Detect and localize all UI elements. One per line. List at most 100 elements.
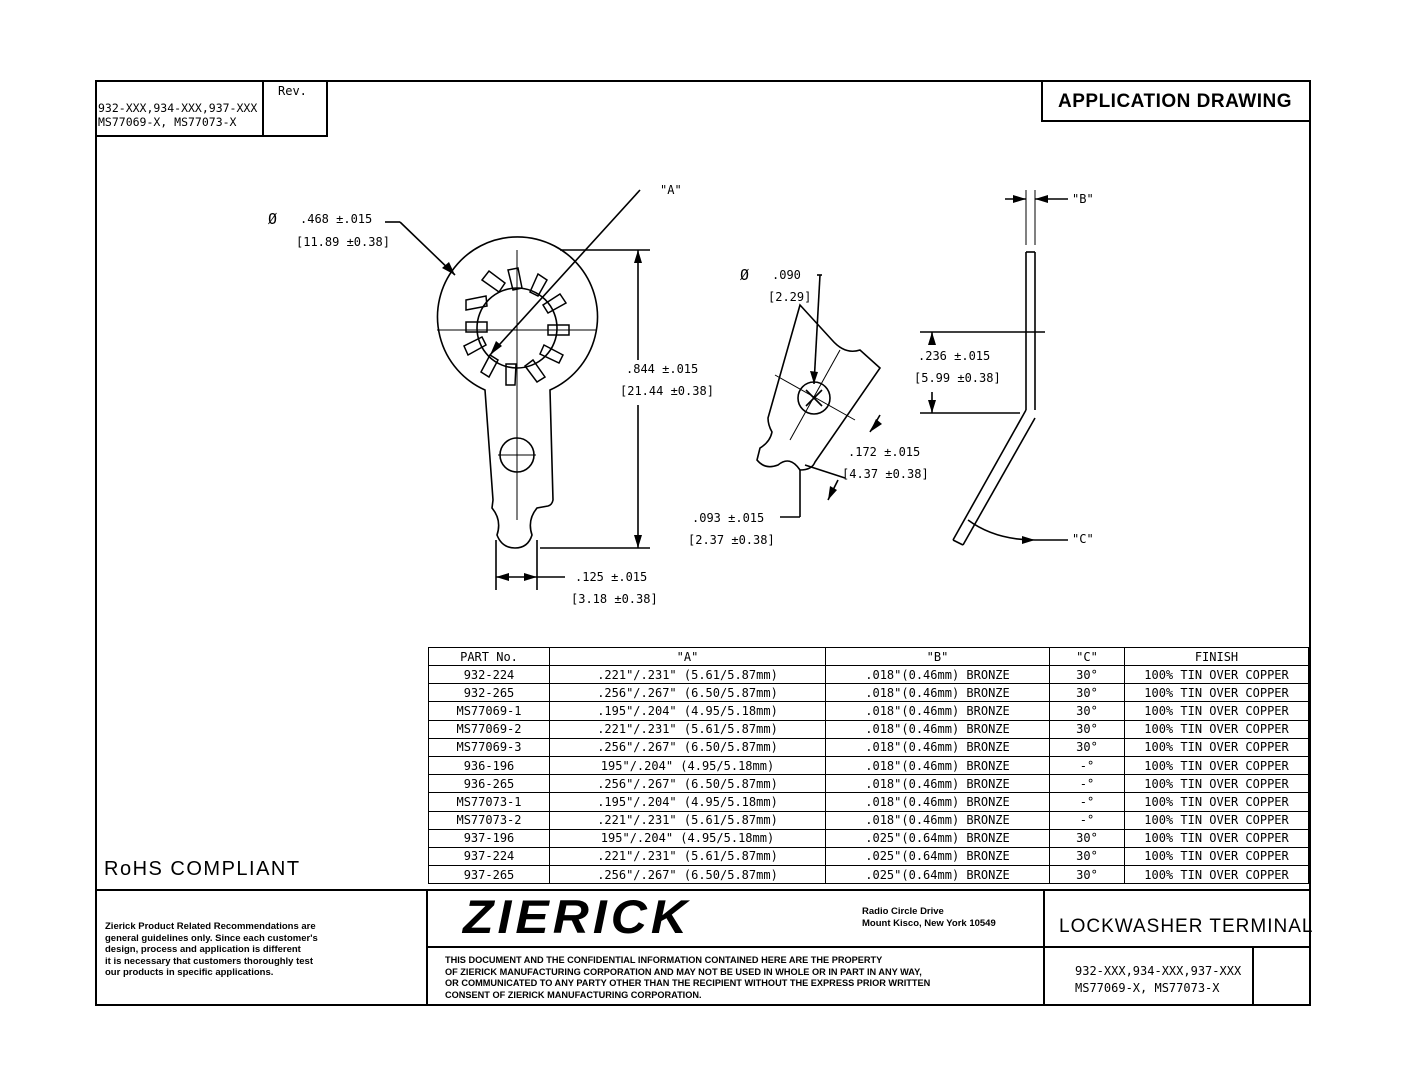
arrow-172b — [828, 486, 837, 500]
arrow-b-left — [1013, 195, 1026, 203]
cell-b: .018"(0.46mm) BRONZE — [825, 774, 1050, 794]
cell-part: 932-224 — [428, 664, 550, 685]
dim-bend-value: .236 ±.015 — [918, 349, 991, 363]
table-row: MS77069-1.195"/.204" (4.95/5.18mm).018"(… — [428, 701, 1309, 721]
dim-hole-symbol: Ø — [740, 266, 750, 284]
header-rev-divider — [262, 80, 264, 137]
arrow-od — [442, 262, 455, 275]
arrow-tip-right — [524, 573, 537, 581]
col-header-finish: FINISH — [1124, 647, 1309, 666]
col-header-a: "A" — [549, 647, 826, 666]
disclaimer-line: general guidelines only. Since each cust… — [105, 932, 318, 944]
cell-a: .221"/.231" (5.61/5.87mm) — [549, 810, 826, 830]
cell-part: MS77069-3 — [428, 737, 550, 757]
cell-finish: 100% TIN OVER COPPER — [1124, 828, 1309, 848]
confidential-notice: THIS DOCUMENT AND THE CONFIDENTIAL INFOR… — [445, 955, 930, 1001]
company-logo: ZIERICK — [463, 890, 691, 944]
cell-finish: 100% TIN OVER COPPER — [1124, 865, 1309, 885]
cell-c: -° — [1049, 774, 1125, 794]
rohs-label: RoHS COMPLIANT — [104, 858, 301, 880]
cell-a: .256"/.267" (6.50/5.87mm) — [549, 774, 826, 794]
dim-hole-mm: [2.29] — [768, 290, 812, 304]
header-partnumber-box — [95, 80, 328, 137]
disclaimer-line: our products in specific applications. — [105, 967, 274, 978]
cell-part: MS77073-1 — [428, 792, 550, 812]
cell-b: .018"(0.46mm) BRONZE — [825, 792, 1050, 812]
cell-b: .018"(0.46mm) BRONZE — [825, 664, 1050, 685]
disclaimer-line: Zierick Product Related Recommendations … — [105, 921, 316, 932]
dim-label-b: "B" — [1072, 192, 1094, 206]
arrow-c — [1022, 536, 1035, 544]
terminal-outline — [436, 236, 599, 549]
table-row: 936-265.256"/.267" (6.50/5.87mm).018"(0.… — [428, 774, 1309, 794]
cell-b: .018"(0.46mm) BRONZE — [825, 701, 1050, 721]
cell-part: 936-265 — [428, 774, 550, 794]
dim-172-mm: [4.37 ±0.38] — [842, 467, 929, 481]
cell-c: 30° — [1049, 701, 1125, 721]
cell-a: .256"/.267" (6.50/5.87mm) — [549, 737, 826, 757]
cell-finish: 100% TIN OVER COPPER — [1124, 792, 1309, 812]
dim-bend-mm: [5.99 ±0.38] — [914, 371, 1001, 385]
confidential-line: OF ZIERICK MANUFACTURING CORPORATION AND… — [445, 966, 922, 977]
confidential-line: THIS DOCUMENT AND THE CONFIDENTIAL INFOR… — [445, 955, 883, 965]
cell-finish: 100% TIN OVER COPPER — [1124, 683, 1309, 703]
cell-finish: 100% TIN OVER COPPER — [1124, 719, 1309, 739]
cell-b: .018"(0.46mm) BRONZE — [825, 719, 1050, 739]
title-block-top-line — [95, 889, 1311, 891]
cell-a: .221"/.231" (5.61/5.87mm) — [549, 846, 826, 867]
tail-detail-outline — [756, 303, 882, 471]
arrow-tip-left — [496, 573, 509, 581]
cell-a: .256"/.267" (6.50/5.87mm) — [549, 683, 826, 703]
arrow-hole — [810, 371, 818, 384]
cell-c: -° — [1049, 810, 1125, 830]
table-row: 937-224.221"/.231" (5.61/5.87mm).025"(0.… — [428, 846, 1309, 867]
cell-finish: 100% TIN OVER COPPER — [1124, 846, 1309, 867]
cell-b: .018"(0.46mm) BRONZE — [825, 755, 1050, 776]
cell-part: 937-224 — [428, 846, 550, 867]
dim-172-value: .172 ±.015 — [848, 445, 921, 459]
cell-finish: 100% TIN OVER COPPER — [1124, 774, 1309, 794]
cell-finish: 100% TIN OVER COPPER — [1124, 755, 1309, 776]
cell-b: .018"(0.46mm) BRONZE — [825, 683, 1050, 703]
cell-finish: 100% TIN OVER COPPER — [1124, 737, 1309, 757]
company-address-line1: Radio Circle Drive — [862, 906, 944, 917]
dim-od-value: .468 ±.015 — [300, 212, 373, 226]
dim-093-value: .093 ±.015 — [692, 511, 765, 525]
cell-finish: 100% TIN OVER COPPER — [1124, 701, 1309, 721]
cell-finish: 100% TIN OVER COPPER — [1124, 664, 1309, 685]
arrow-len-top — [634, 250, 642, 263]
company-address-line2: Mount Kisco, New York 10549 — [862, 918, 996, 929]
cell-c: 30° — [1049, 719, 1125, 739]
cell-c: -° — [1049, 792, 1125, 812]
header-part-numbers-line1: 932-XXX,934-XXX,937-XXX — [98, 101, 258, 115]
arrow-len-bottom — [634, 535, 642, 548]
table-row: 932-224.221"/.231" (5.61/5.87mm).018"(0.… — [428, 664, 1309, 685]
table-row: 932-265.256"/.267" (6.50/5.87mm).018"(0.… — [428, 683, 1309, 703]
cell-a: 195"/.204" (4.95/5.18mm) — [549, 828, 826, 848]
drawing-type-label: APPLICATION DRAWING — [1058, 91, 1292, 112]
title-block-part-numbers-line2: MS77069-X, MS77073-X — [1075, 981, 1220, 995]
cell-a: .195"/.204" (4.95/5.18mm) — [549, 792, 826, 812]
cell-a: 195"/.204" (4.95/5.18mm) — [549, 755, 826, 776]
header-rev-label: Rev. — [278, 84, 307, 98]
cell-part: MS77073-2 — [428, 810, 550, 830]
cell-c: 30° — [1049, 683, 1125, 703]
parts-table: PART No. "A" "B" "C" FINISH 932-224.221"… — [428, 647, 1309, 885]
cell-b: .018"(0.46mm) BRONZE — [825, 810, 1050, 830]
cell-a: .195"/.204" (4.95/5.18mm) — [549, 701, 826, 721]
dim-label-a: "A" — [660, 183, 682, 197]
table-row: MS77069-3.256"/.267" (6.50/5.87mm).018"(… — [428, 737, 1309, 757]
confidential-line: OR COMMUNICATED TO ANY PARTY OTHER THAN … — [445, 978, 931, 988]
drawing-frame — [95, 80, 1311, 1006]
title-block-mid-line — [426, 946, 1311, 948]
cell-b: .018"(0.46mm) BRONZE — [825, 737, 1050, 757]
cell-c: 30° — [1049, 846, 1125, 867]
table-row: MS77073-2.221"/.231" (5.61/5.87mm).018"(… — [428, 810, 1309, 830]
arrow-bend-bottom — [928, 400, 936, 413]
arrow-bend-top — [928, 332, 936, 345]
table-row: MS77073-1.195"/.204" (4.95/5.18mm).018"(… — [428, 792, 1309, 812]
cell-b: .025"(0.64mm) BRONZE — [825, 865, 1050, 885]
title-block-part-numbers-line1: 932-XXX,934-XXX,937-XXX — [1075, 964, 1242, 978]
cell-c: 30° — [1049, 664, 1125, 685]
